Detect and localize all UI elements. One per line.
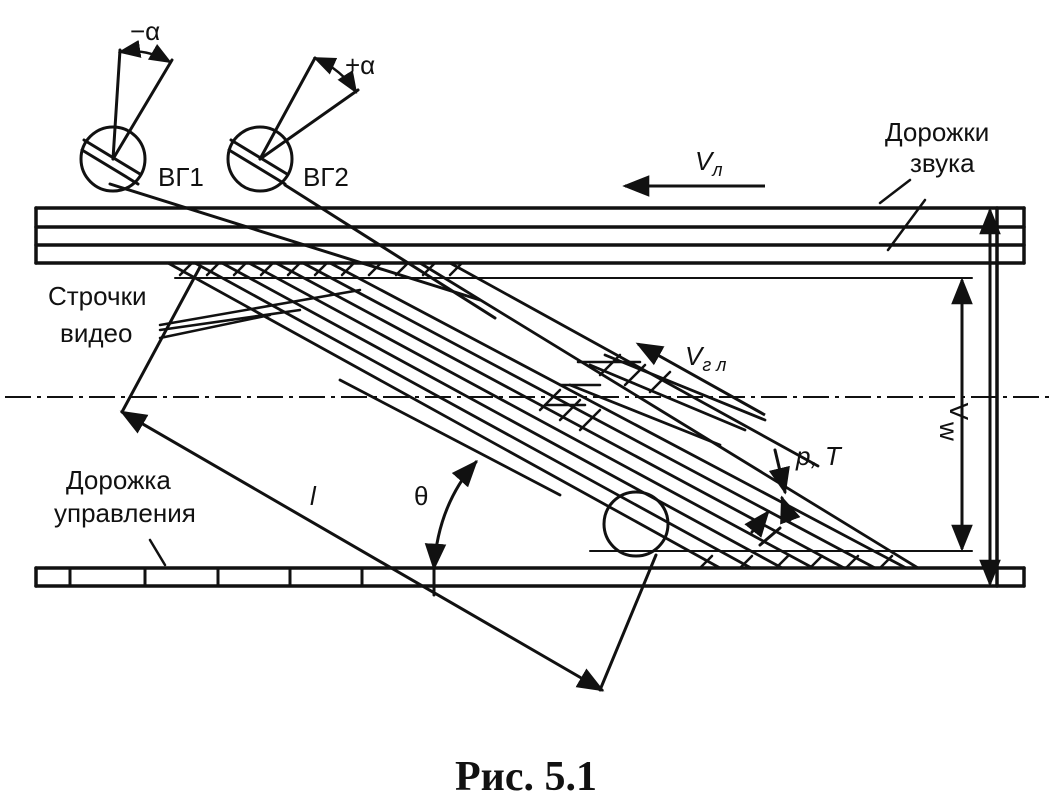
A-label: A — [944, 402, 974, 420]
sync-marks — [178, 261, 894, 570]
video-head-1 — [79, 48, 482, 302]
pos-alpha-label: +α — [345, 50, 375, 80]
pos-alpha-arc — [312, 56, 358, 94]
length-label: l — [310, 481, 317, 511]
w-label: w — [934, 421, 964, 441]
video-tracks — [166, 261, 920, 570]
control-track — [68, 566, 364, 588]
audio-tracks-label-2: звука — [910, 148, 975, 178]
head-speed-label: Vг л — [685, 341, 726, 375]
head1-label: ВГ1 — [158, 162, 204, 192]
head-speed-arrow — [635, 342, 766, 417]
length-dimension — [119, 265, 605, 692]
pitch-label: p, T — [795, 441, 843, 471]
theta-label: θ — [414, 481, 428, 511]
video-lines-label-1: Строчки — [48, 281, 146, 311]
theta-angle — [424, 459, 478, 597]
tape-speed-label: Vл — [695, 146, 723, 180]
video-lines-label-2: видео — [60, 318, 132, 348]
audio-tracks-label-1: Дорожки — [885, 117, 989, 147]
pitch-marker — [744, 448, 801, 547]
control-track-label-2: управления — [54, 498, 196, 528]
neg-alpha-arc — [117, 40, 172, 64]
control-track-label-1: Дорожка — [66, 465, 171, 495]
head2-label: ВГ2 — [303, 162, 349, 192]
neg-alpha-label: −α — [130, 16, 160, 46]
video-head-2 — [226, 56, 497, 320]
leader-lines — [148, 178, 927, 567]
figure-caption: Рис. 5.1 — [455, 754, 597, 800]
